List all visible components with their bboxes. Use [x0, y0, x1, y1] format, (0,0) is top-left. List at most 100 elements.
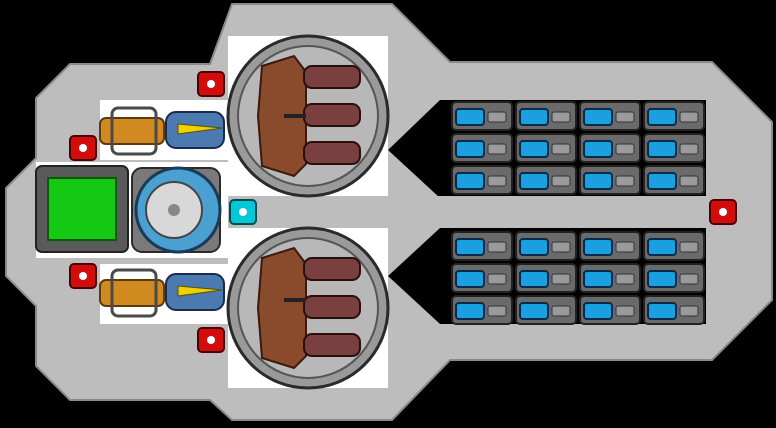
weapon-housing-icon [99, 279, 165, 307]
battery-connector-icon [487, 175, 507, 187]
battery-cell[interactable] [643, 295, 705, 325]
barrel-icon [303, 65, 361, 89]
door-light-icon [79, 272, 87, 280]
battery-icon [455, 270, 485, 288]
door-light-icon [239, 208, 247, 216]
battery-icon [583, 172, 613, 190]
battery-connector-icon [679, 305, 699, 317]
console-screen-icon [47, 177, 117, 241]
door-bottom-left-turret[interactable] [197, 327, 225, 353]
battery-connector-icon [551, 111, 571, 123]
turret-body-icon [256, 246, 307, 370]
battery-cell[interactable] [579, 165, 641, 195]
barrel-icon [303, 333, 361, 357]
battery-icon [455, 302, 485, 320]
weapon-tip-icon [177, 285, 223, 297]
turret-body-icon [256, 54, 307, 178]
door-light-icon [207, 80, 215, 88]
battery-connector-icon [615, 175, 635, 187]
battery-cell[interactable] [515, 101, 577, 131]
battery-icon [519, 238, 549, 256]
corridor-mid [228, 196, 710, 228]
battery-icon [647, 270, 677, 288]
battery-connector-icon [615, 241, 635, 253]
battery-icon [647, 238, 677, 256]
battery-connector-icon [487, 111, 507, 123]
battery-connector-icon [551, 175, 571, 187]
battery-cell[interactable] [579, 231, 641, 261]
battery-connector-icon [615, 143, 635, 155]
battery-cell[interactable] [451, 165, 513, 195]
door-light-icon [79, 144, 87, 152]
door-left-top[interactable] [69, 135, 97, 161]
battery-icon [583, 302, 613, 320]
battery-connector-icon [487, 241, 507, 253]
barrel-icon [303, 141, 361, 165]
battery-cell[interactable] [579, 133, 641, 163]
reactor-core[interactable] [131, 166, 222, 254]
battery-connector-icon [679, 241, 699, 253]
battery-connector-icon [551, 273, 571, 285]
battery-connector-icon [615, 305, 635, 317]
weapon-mount-top[interactable] [99, 106, 225, 156]
battery-cell[interactable] [643, 165, 705, 195]
barrel-icon [303, 295, 361, 319]
battery-cell[interactable] [515, 231, 577, 261]
door-light-icon [207, 336, 215, 344]
battery-cell[interactable] [643, 231, 705, 261]
battery-connector-icon [679, 111, 699, 123]
battery-cell[interactable] [515, 165, 577, 195]
turret-top[interactable] [226, 34, 390, 198]
battery-bank-top [451, 101, 705, 195]
battery-connector-icon [615, 111, 635, 123]
reactor-hub-icon [168, 204, 180, 216]
battery-cell[interactable] [579, 263, 641, 293]
console[interactable] [35, 165, 129, 253]
battery-icon [455, 238, 485, 256]
battery-icon [583, 238, 613, 256]
battery-cell[interactable] [643, 101, 705, 131]
weapon-tip-icon [177, 123, 223, 135]
battery-cell[interactable] [515, 133, 577, 163]
battery-icon [519, 140, 549, 158]
battery-connector-icon [679, 143, 699, 155]
battery-connector-icon [487, 143, 507, 155]
battery-cell[interactable] [451, 133, 513, 163]
battery-icon [583, 270, 613, 288]
battery-bank-bottom [451, 231, 705, 325]
battery-cell[interactable] [579, 101, 641, 131]
battery-connector-icon [551, 143, 571, 155]
door-right[interactable] [709, 199, 737, 225]
battery-cell[interactable] [451, 263, 513, 293]
battery-cell[interactable] [643, 263, 705, 293]
battery-connector-icon [615, 273, 635, 285]
weapon-mount-bottom[interactable] [99, 268, 225, 318]
battery-cell[interactable] [579, 295, 641, 325]
battery-icon [455, 108, 485, 126]
battery-cell[interactable] [515, 263, 577, 293]
battery-icon [519, 108, 549, 126]
battery-icon [519, 302, 549, 320]
battery-cell[interactable] [643, 133, 705, 163]
battery-icon [647, 172, 677, 190]
battery-icon [455, 140, 485, 158]
battery-cell[interactable] [451, 295, 513, 325]
weapon-housing-icon [99, 117, 165, 145]
door-left-bottom[interactable] [69, 263, 97, 289]
battery-connector-icon [551, 305, 571, 317]
battery-icon [647, 140, 677, 158]
barrel-icon [303, 103, 361, 127]
battery-cell[interactable] [515, 295, 577, 325]
battery-icon [583, 108, 613, 126]
battery-cell[interactable] [451, 231, 513, 261]
door-top-left-turret[interactable] [197, 71, 225, 97]
door-center-cyan[interactable] [229, 199, 257, 225]
battery-connector-icon [551, 241, 571, 253]
door-light-icon [719, 208, 727, 216]
battery-connector-icon [487, 305, 507, 317]
battery-cell[interactable] [451, 101, 513, 131]
battery-connector-icon [679, 273, 699, 285]
turret-bottom[interactable] [226, 226, 390, 390]
